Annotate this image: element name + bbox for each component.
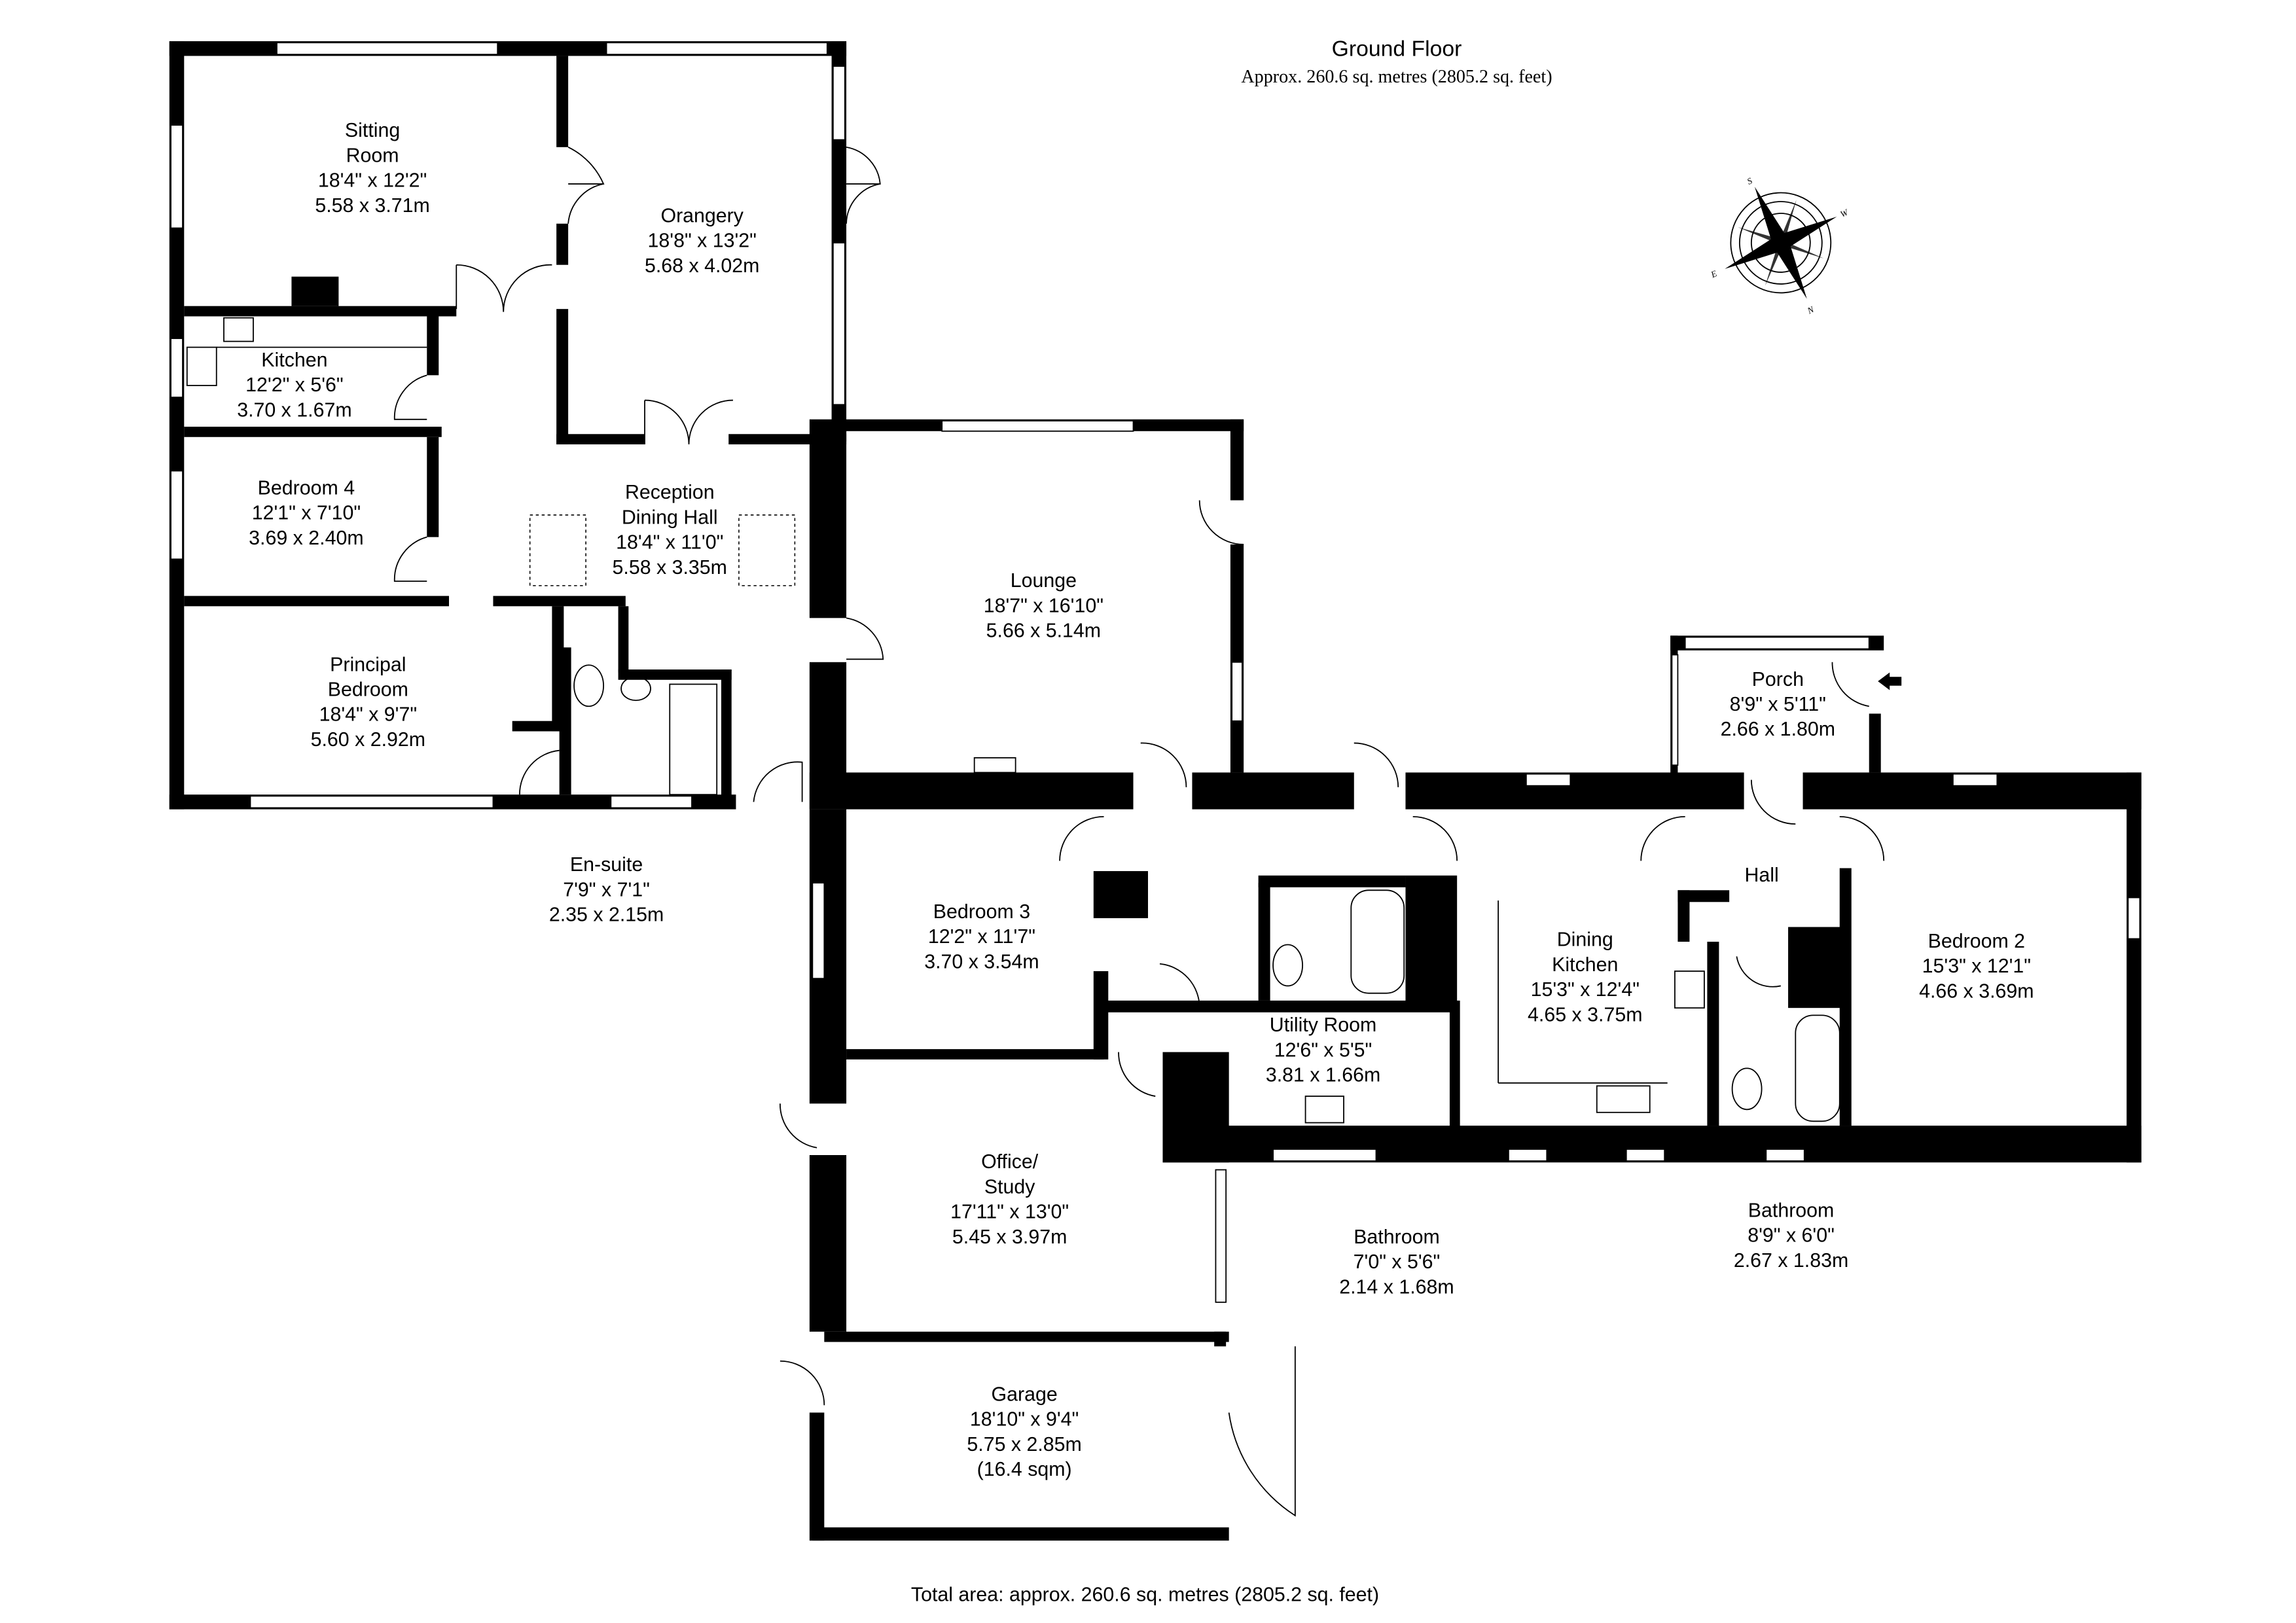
room-dimension: Dining Hall xyxy=(622,507,718,528)
room-label-bedroom-2: Bedroom 2 15'3" x 12'1" 4.66 x 3.69m xyxy=(1919,931,2034,1002)
room-dimension: 2.66 x 1.80m xyxy=(1721,719,1835,740)
room-name: Orangery xyxy=(660,205,744,227)
room-name: Hall xyxy=(1744,865,1778,886)
room-label-office-study: Office/Study 17'11" x 13'0" 5.45 x 3.97m xyxy=(950,1151,1069,1248)
room-label-porch: Porch 8'9" x 5'11" 2.66 x 1.80m xyxy=(1721,669,1835,740)
room-dimension: 2.35 x 2.15m xyxy=(549,904,664,926)
room-dimension: Bedroom xyxy=(328,679,408,700)
room-dimension: 4.65 x 3.75m xyxy=(1528,1004,1642,1026)
room-dimension: 3.70 x 3.54m xyxy=(924,951,1039,972)
floor-title: Ground Floor xyxy=(1332,36,1462,61)
room-dimension: 8'9" x 5'11" xyxy=(1730,694,1826,715)
room-dimension: 12'2" x 11'7" xyxy=(928,926,1035,948)
room-dimension: 3.70 x 1.67m xyxy=(237,399,351,421)
entrance-arrow-icon xyxy=(1878,672,1902,690)
room-dimension: Kitchen xyxy=(1552,954,1618,976)
room-label-orangery: Orangery 18'8" x 13'2" 5.68 x 4.02m xyxy=(645,205,759,277)
room-dimension: 18'7" x 16'10" xyxy=(984,595,1103,616)
room-dimension: 18'10" x 9'4" xyxy=(970,1409,1079,1431)
room-dimension: 12'1" x 7'10" xyxy=(252,503,361,524)
room-label-en-suite: En-suite 7'9" x 7'1" 2.35 x 2.15m xyxy=(549,854,664,925)
room-dimension: Room xyxy=(346,145,399,166)
room-dimension: 5.58 x 3.71m xyxy=(315,195,429,217)
room-dimension: Study xyxy=(984,1176,1035,1198)
room-name: Dining xyxy=(1557,929,1613,951)
room-dimension: 7'9" x 7'1" xyxy=(563,879,650,901)
room-dimension: 18'8" x 13'2" xyxy=(648,230,757,252)
fixtures xyxy=(186,317,1840,1124)
room-name: Porch xyxy=(1752,669,1804,690)
room-dimension: 18'4" x 9'7" xyxy=(319,704,418,726)
room-name: Garage xyxy=(992,1383,1058,1405)
room-label-bedroom-3: Bedroom 3 12'2" x 11'7" 3.70 x 3.54m xyxy=(924,901,1039,972)
room-label-bathroom-2: Bathroom 8'9" x 6'0" 2.67 x 1.83m xyxy=(1734,1200,1848,1271)
room-label-bathroom-1: Bathroom 7'0" x 5'6" 2.14 x 1.68m xyxy=(1339,1226,1454,1298)
doors xyxy=(393,146,1885,1517)
room-name: Sitting xyxy=(345,120,400,141)
room-name: Reception xyxy=(625,482,715,503)
room-name: Utility Room xyxy=(1270,1014,1377,1036)
room-label-lounge: Lounge 18'7" x 16'10" 5.66 x 5.14m xyxy=(984,570,1103,641)
room-dimension: 5.66 x 5.14m xyxy=(986,620,1101,642)
room-name: Lounge xyxy=(1011,570,1077,592)
room-dimension: 15'3" x 12'4" xyxy=(1531,979,1640,1001)
room-dimension: 2.14 x 1.68m xyxy=(1339,1276,1454,1298)
room-name: Bedroom 4 xyxy=(258,477,355,499)
room-dimension: 12'2" x 5'6" xyxy=(245,374,344,396)
room-dimension: 12'6" x 5'5" xyxy=(1274,1039,1372,1061)
room-name: Office/ xyxy=(981,1151,1039,1173)
room-dimension: 3.69 x 2.40m xyxy=(249,527,363,549)
floor-area: Approx. 260.6 sq. metres (2805.2 sq. fee… xyxy=(1241,67,1552,87)
room-name: Bathroom xyxy=(1354,1226,1440,1248)
total-area: Total area: approx. 260.6 sq. metres (28… xyxy=(911,1584,1379,1605)
room-dimension: 5.45 x 3.97m xyxy=(952,1226,1067,1248)
room-dimension: 17'11" x 13'0" xyxy=(950,1202,1069,1223)
room-dimension: 5.58 x 3.35m xyxy=(613,557,727,579)
room-dimension: 18'4" x 11'0" xyxy=(616,532,723,554)
room-dimension: 15'3" x 12'1" xyxy=(1922,955,2031,977)
compass: N S E W xyxy=(1709,175,1851,316)
room-dimension: 18'4" x 12'2" xyxy=(318,170,427,192)
windows xyxy=(170,42,2141,1303)
room-name: Bathroom xyxy=(1748,1200,1835,1221)
room-dimension: 4.66 x 3.69m xyxy=(1919,980,2034,1002)
room-label-kitchen: Kitchen 12'2" x 5'6" 3.70 x 1.67m xyxy=(237,349,351,421)
room-dimension: 5.68 x 4.02m xyxy=(645,255,759,277)
room-name: Bedroom 3 xyxy=(933,901,1030,923)
room-dimension: 3.81 x 1.66m xyxy=(1266,1065,1380,1086)
room-label-bedroom-4: Bedroom 4 12'1" x 7'10" 3.69 x 2.40m xyxy=(249,477,363,548)
room-dimension: 5.60 x 2.92m xyxy=(311,729,425,751)
room-label-utility-room: Utility Room 12'6" x 5'5" 3.81 x 1.66m xyxy=(1266,1014,1380,1086)
room-dimension: (16.4 sqm) xyxy=(977,1459,1072,1480)
room-label-hall: Hall xyxy=(1744,865,1778,886)
room-dimension: 5.75 x 2.85m xyxy=(967,1434,1081,1455)
room-dimension: 7'0" x 5'6" xyxy=(1354,1251,1441,1273)
room-dimension: 2.67 x 1.83m xyxy=(1734,1250,1848,1272)
room-dimension: 8'9" x 6'0" xyxy=(1748,1225,1835,1247)
room-name: Principal xyxy=(330,654,406,675)
room-label-garage: Garage 18'10" x 9'4" 5.75 x 2.85m (16.4 sqm… xyxy=(967,1383,1081,1480)
compass-e: E xyxy=(1709,268,1719,280)
compass-w: W xyxy=(1839,207,1850,219)
compass-s: S xyxy=(1746,175,1754,187)
room-name: Bedroom 2 xyxy=(1928,931,2025,952)
compass-n: N xyxy=(1805,304,1816,316)
room-name: En-suite xyxy=(570,854,643,876)
room-name: Kitchen xyxy=(261,349,327,371)
